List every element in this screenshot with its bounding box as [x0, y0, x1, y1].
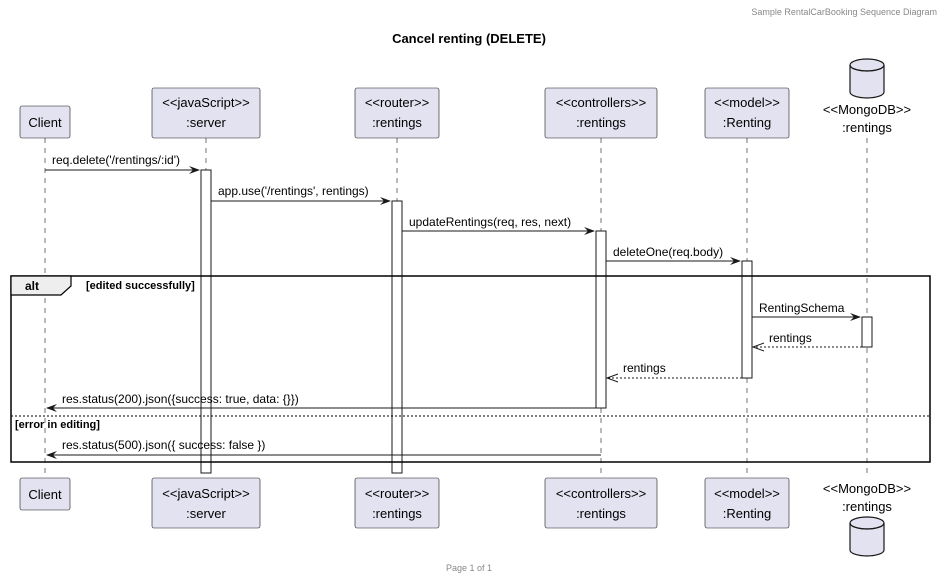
participants-bottom: Client <<javaScript>> :server <<router>>…: [19, 477, 911, 557]
participant-db-bottom-line1: <<MongoDB>>: [823, 481, 911, 496]
participant-router-bottom-line2: :rentings: [372, 506, 422, 521]
participant-server-bottom-line2: :server: [186, 506, 226, 521]
message-6: rentings: [751, 331, 862, 352]
participant-controllers-bottom-line1: <<controllers>>: [556, 486, 646, 501]
participant-server-bottom: <<javaScript>> :server: [151, 477, 261, 529]
participant-model-bottom-line2: :Renting: [723, 506, 771, 521]
participant-db-bottom: <<MongoDB>> :rentings: [823, 481, 911, 557]
alt-guard-success: [edited successfully]: [86, 280, 195, 292]
message-5: RentingSchema: [752, 301, 861, 321]
participant-router-bottom-line1: <<router>>: [365, 486, 429, 501]
message-1-label: req.delete('/rentings/:id'): [52, 153, 180, 167]
alt-guard-error: [error in editing]: [15, 419, 100, 431]
participant-controllers-top: <<controllers>> :rentings: [544, 87, 658, 139]
alt-operator-label: alt: [25, 279, 39, 293]
alt-operator-tab: [10, 275, 72, 296]
participant-db-bottom-line2: :rentings: [842, 499, 892, 514]
message-8-label: res.status(200).json({success: true, dat…: [62, 392, 299, 406]
participant-controllers-top-line2: :rentings: [576, 115, 626, 130]
participants-top: Client <<javaScript>> :server <<router>>…: [19, 58, 911, 139]
participant-router-top-line1: <<router>>: [365, 95, 429, 110]
message-3: updateRentings(req, res, next): [402, 215, 595, 235]
participant-client-bottom-label: Client: [28, 487, 62, 502]
participant-controllers-top-line1: <<controllers>>: [556, 95, 646, 110]
participant-model-top-line1: <<model>>: [714, 95, 780, 110]
participant-model-top-line2: :Renting: [723, 115, 771, 130]
message-6-label: rentings: [769, 331, 812, 345]
participant-server-bottom-line1: <<javaScript>>: [162, 486, 249, 501]
participant-client-bottom: Client: [19, 477, 71, 511]
activations: [200, 169, 873, 474]
message-5-label: RentingSchema: [759, 301, 845, 315]
database-icon: [849, 516, 885, 557]
diagram-header: Sample RentalCarBooking Sequence Diagram: [751, 7, 937, 17]
message-4: deleteOne(req.body): [606, 245, 741, 265]
participant-controllers-bottom: <<controllers>> :rentings: [544, 477, 658, 529]
messages: req.delete('/rentings/:id') app.use('/re…: [45, 153, 862, 459]
alt-fragment: alt [edited successfully] [error in edit…: [10, 275, 931, 463]
message-9: res.status(500).json({ success: false }): [46, 438, 601, 459]
message-4-label: deleteOne(req.body): [613, 245, 723, 259]
message-1: req.delete('/rentings/:id'): [45, 153, 200, 174]
activation-router: [391, 200, 403, 474]
participant-model-bottom: <<model>> :Renting: [704, 477, 790, 529]
participant-client-top: Client: [19, 105, 71, 139]
participant-db-top: <<MongoDB>> :rentings: [823, 58, 911, 135]
database-icon: [849, 58, 885, 99]
message-3-label: updateRentings(req, res, next): [409, 215, 571, 229]
participant-model-top: <<model>> :Renting: [704, 87, 790, 139]
message-7: rentings: [605, 361, 742, 383]
activation-model: [741, 260, 753, 379]
participant-controllers-bottom-line2: :rentings: [576, 506, 626, 521]
participant-server-top: <<javaScript>> :server: [151, 87, 261, 139]
activation-server-1: [200, 169, 212, 474]
message-7-label: rentings: [623, 361, 666, 375]
activation-db: [861, 316, 873, 348]
participant-server-top-line1: <<javaScript>>: [162, 95, 249, 110]
message-8: res.status(200).json({success: true, dat…: [46, 392, 596, 412]
alt-frame: [10, 275, 931, 463]
participant-server-top-line2: :server: [186, 115, 226, 130]
page-footer: Page 1 of 1: [446, 563, 492, 573]
message-9-label: res.status(500).json({ success: false }): [62, 438, 265, 452]
participant-client-top-label: Client: [28, 115, 62, 130]
participant-model-bottom-line1: <<model>>: [714, 486, 780, 501]
participant-router-top: <<router>> :rentings: [354, 87, 440, 139]
participant-db-top-line2: :rentings: [842, 120, 892, 135]
diagram-title: Cancel renting (DELETE): [392, 31, 546, 46]
activation-controllers: [595, 230, 607, 409]
participant-db-top-line1: <<MongoDB>>: [823, 102, 911, 117]
participant-router-bottom: <<router>> :rentings: [354, 477, 440, 529]
message-2-label: app.use('/rentings', rentings): [218, 184, 369, 198]
message-2: app.use('/rentings', rentings): [211, 184, 391, 205]
participant-router-top-line2: :rentings: [372, 115, 422, 130]
